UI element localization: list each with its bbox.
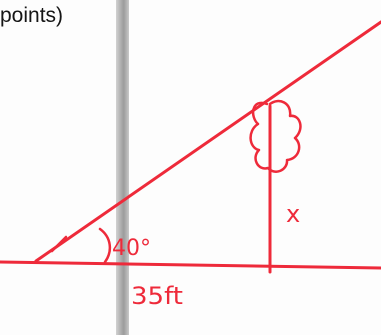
hypotenuse-line (34, 20, 381, 263)
angle-tick-mark (50, 235, 68, 253)
page-binding-strip (116, 0, 129, 335)
angle-arc (98, 227, 112, 264)
tree-crown-icon (249, 99, 302, 173)
base-length-label: 35ft (131, 282, 183, 310)
points-fragment: points) (0, 4, 64, 27)
tree-height-label: x (286, 200, 300, 228)
angle-label: 40° (112, 236, 151, 261)
ground-line (0, 260, 381, 270)
